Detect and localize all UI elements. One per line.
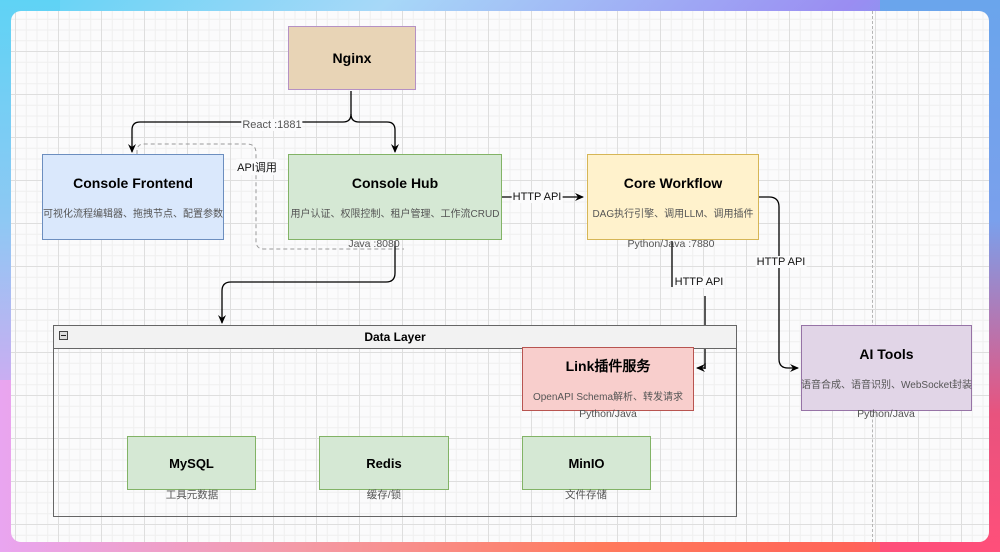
node-minio-caption: 文件存储 [565, 489, 607, 501]
node-core-workflow-caption: Python/Java :7880 [627, 238, 715, 250]
node-mysql-title: MySQL [169, 455, 214, 471]
edge-label-workflow-link: HTTP API [673, 276, 725, 288]
node-link-plugin[interactable]: Link插件服务 OpenAPI Schema解析、转发请求 [522, 347, 694, 411]
node-redis-title: Redis [366, 455, 402, 471]
node-nginx-title: Nginx [332, 50, 372, 66]
container-data-layer-title: Data Layer [364, 330, 426, 344]
collapse-icon[interactable] [59, 331, 68, 340]
container-data-layer[interactable]: Data Layer [53, 325, 737, 517]
diagram-canvas[interactable]: Nginx Console Frontend 可视化流程编辑器、拖拽节点、配置参… [11, 11, 989, 542]
node-link-plugin-caption: Python/Java [579, 408, 637, 420]
node-console-frontend[interactable]: Console Frontend 可视化流程编辑器、拖拽节点、配置参数 [42, 154, 224, 240]
edge-label-react: React :1881 [241, 119, 303, 131]
edge-label-workflow-aitools: HTTP API [755, 256, 807, 268]
node-redis[interactable]: Redis [319, 436, 449, 490]
node-console-hub[interactable]: Console Hub 用户认证、权限控制、租户管理、工作流CRUD [288, 154, 502, 240]
node-console-hub-title: Console Hub [351, 174, 439, 191]
node-console-hub-desc: 用户认证、权限控制、租户管理、工作流CRUD [290, 208, 500, 220]
container-data-layer-header: Data Layer [54, 326, 736, 349]
edge-workflow-to-aitools [758, 196, 799, 372]
node-core-workflow[interactable]: Core Workflow DAG执行引擎、调用LLM、调用插件 [587, 154, 759, 240]
edge-label-hub-workflow: HTTP API [511, 191, 563, 203]
node-mysql[interactable]: MySQL [127, 436, 256, 490]
node-link-plugin-desc: OpenAPI Schema解析、转发请求 [532, 391, 684, 403]
node-minio[interactable]: MinIO [522, 436, 651, 490]
node-ai-tools-desc: 语音合成、语音识别、WebSocket封装 [801, 379, 972, 391]
node-core-workflow-desc: DAG执行引擎、调用LLM、调用插件 [592, 208, 754, 220]
page-break-line [872, 11, 873, 542]
node-redis-caption: 缓存/锁 [366, 489, 402, 501]
node-ai-tools-caption: Python/Java [857, 408, 915, 420]
edge-hub-to-datalayer [218, 241, 396, 324]
edge-nginx-to-hub [350, 113, 399, 153]
node-minio-title: MinIO [568, 455, 605, 471]
edge-label-api-call: API调用 [236, 159, 278, 175]
node-console-frontend-title: Console Frontend [73, 174, 193, 191]
node-ai-tools[interactable]: AI Tools 语音合成、语音识别、WebSocket封装 [801, 325, 972, 411]
node-console-frontend-desc: 可视化流程编辑器、拖拽节点、配置参数 [43, 208, 223, 220]
node-console-hub-caption: Java :8080 [348, 238, 400, 250]
node-mysql-caption: 工具元数据 [165, 489, 219, 501]
node-nginx[interactable]: Nginx [288, 26, 416, 90]
node-link-plugin-title: Link插件服务 [565, 357, 651, 374]
node-core-workflow-title: Core Workflow [623, 174, 723, 191]
node-ai-tools-title: AI Tools [859, 345, 914, 362]
